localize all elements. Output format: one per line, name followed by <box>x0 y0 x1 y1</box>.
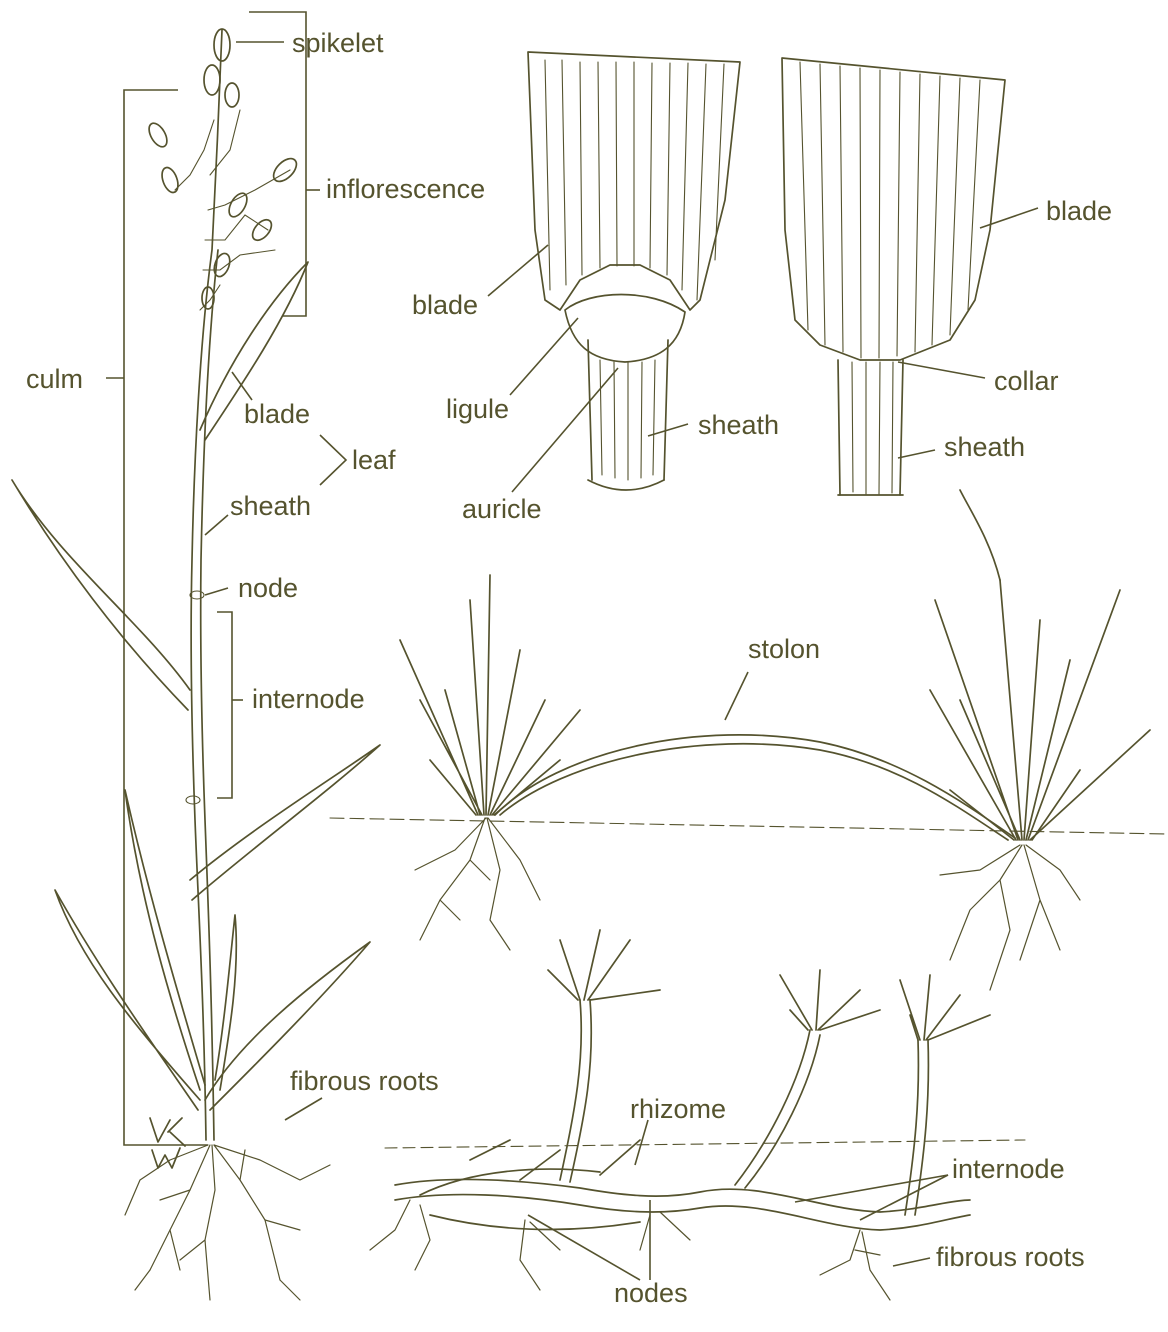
labels: spikelet inflorescence culm blade leaf s… <box>26 28 1112 1308</box>
plant-roots <box>125 1145 330 1300</box>
label-blade-plant: blade <box>244 399 310 429</box>
plant-leaders <box>106 12 346 1145</box>
label-leaf: leaf <box>352 445 396 475</box>
label-sheath-collar-diagram: sheath <box>944 432 1025 462</box>
label-rhizome: rhizome <box>630 1094 726 1124</box>
label-auricle: auricle <box>462 494 542 524</box>
label-spikelet: spikelet <box>292 28 384 58</box>
label-nodes: nodes <box>614 1278 688 1308</box>
label-collar: collar <box>994 366 1059 396</box>
collar-leaders <box>898 208 1038 458</box>
label-fibrous-roots-plant: fibrous roots <box>290 1066 439 1096</box>
stolon-leader <box>725 672 748 720</box>
stolon-drawing <box>330 490 1165 990</box>
label-culm: culm <box>26 364 83 394</box>
label-sheath-ligule-diagram: sheath <box>698 410 779 440</box>
label-blade-ligule-diagram: blade <box>412 290 478 320</box>
artist-monogram <box>150 1118 185 1168</box>
label-internode-culm: internode <box>252 684 365 714</box>
label-blade-collar-diagram: blade <box>1046 196 1112 226</box>
spikelets <box>145 29 300 309</box>
grass-plant-drawing <box>12 29 380 1300</box>
label-fibrous-roots-rhizome: fibrous roots <box>936 1242 1085 1272</box>
label-stolon: stolon <box>748 634 820 664</box>
label-sheath-plant: sheath <box>230 491 311 521</box>
label-ligule: ligule <box>446 394 509 424</box>
label-inflorescence: inflorescence <box>326 174 485 204</box>
label-node: node <box>238 573 298 603</box>
label-internode-rhizome: internode <box>952 1154 1065 1184</box>
collar-diagram <box>782 58 1005 495</box>
